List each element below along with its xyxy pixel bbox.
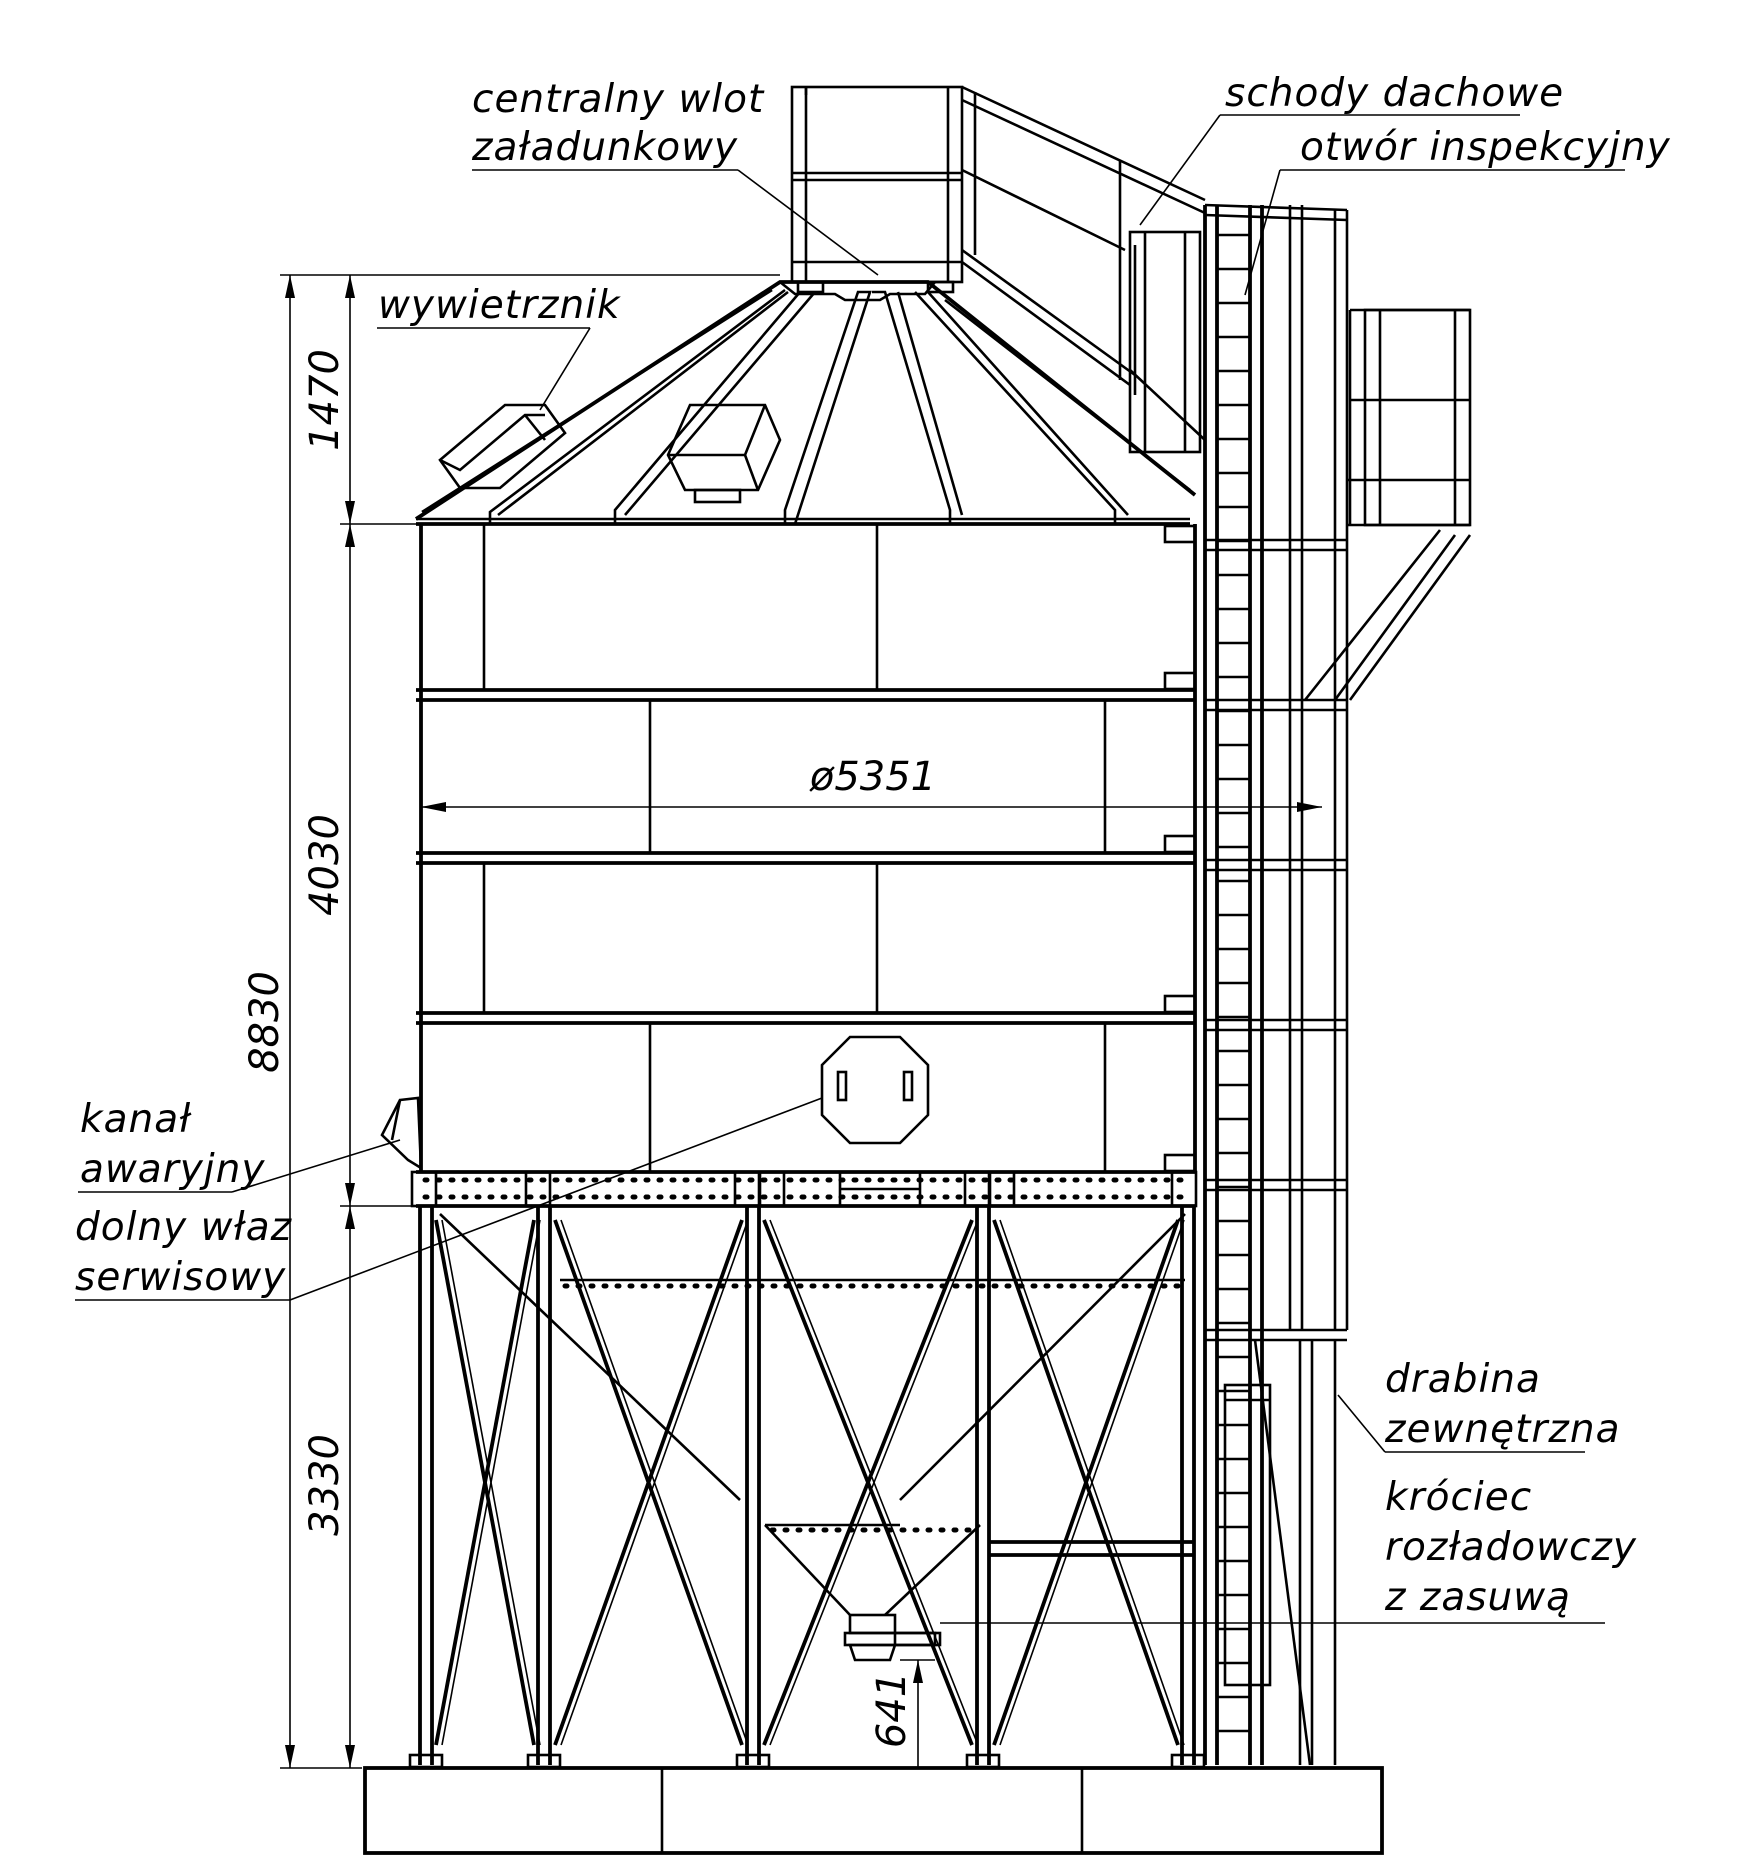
label-inspection-opening: otwór inspekcyjny [1300,125,1671,170]
dimension-arrows [285,275,1322,1768]
label-ventilator: wywietrznik [378,283,621,328]
roof-ventilator-left [438,403,567,490]
label-discharge-spout-2: rozładowczy [1385,1525,1637,1570]
dim-outlet-clearance: 641 [869,1672,915,1748]
dimension-texts: 1470 4030 8830 3330 641 ø5351 [242,349,936,1748]
cross-bracing-inner [441,1219,1185,1746]
discharge-hopper [439,1213,1186,1616]
cross-bracing [434,1219,1180,1746]
ring-beam [410,1170,1198,1208]
dim-diameter: ø5351 [809,754,936,800]
foundation-slab [363,1766,1384,1855]
leg-base-plates [408,1753,1206,1769]
label-service-hatch-2: serwisowy [75,1255,286,1300]
ladder-lower-section [1223,1339,1337,1766]
label-external-ladder-2: zewnętrzna [1384,1407,1621,1452]
dim-support-height: 3330 [302,1434,348,1536]
silo-cylinder [416,524,1197,1173]
label-discharge-spout-1: króciec [1385,1475,1532,1520]
roof-stairs[interactable] [961,85,1206,395]
external-ladder[interactable] [1203,205,1264,1765]
label-emergency-channel-2: awaryjny [80,1147,265,1192]
conical-roof [414,280,1197,526]
tie-ring [560,1278,1185,1289]
leader-lines [75,114,1625,1624]
label-roof-stairs: schody dachowe [1225,71,1564,116]
support-legs [418,1206,1196,1765]
roof-ventilator-right [666,403,782,504]
ladder-safety-cage [1204,203,1349,1342]
cage-hoops [1205,538,1347,1192]
annotation-labels: centralny wlot załadunkowy schody dachow… [75,71,1671,1620]
emergency-channel [380,1096,423,1171]
label-central-inlet-1: centralny wlot [472,77,765,122]
dim-cylinder-height: 4030 [302,814,348,916]
discharge-spout-gate [843,1613,942,1662]
label-central-inlet-2: załadunkowy [471,125,738,170]
label-emergency-channel-1: kanał [80,1097,192,1142]
label-discharge-spout-3: z zasuwą [1384,1575,1571,1620]
central-inlet-platform [790,85,964,294]
roof-stairs-landing [1128,230,1206,454]
inspection-platform [1303,308,1472,701]
label-service-hatch-1: dolny właz [75,1205,293,1250]
service-hatch [820,1035,930,1145]
label-external-ladder-1: drabina [1385,1357,1541,1402]
dim-roof-height: 1470 [302,349,348,451]
dim-total-height: 8830 [242,971,288,1073]
